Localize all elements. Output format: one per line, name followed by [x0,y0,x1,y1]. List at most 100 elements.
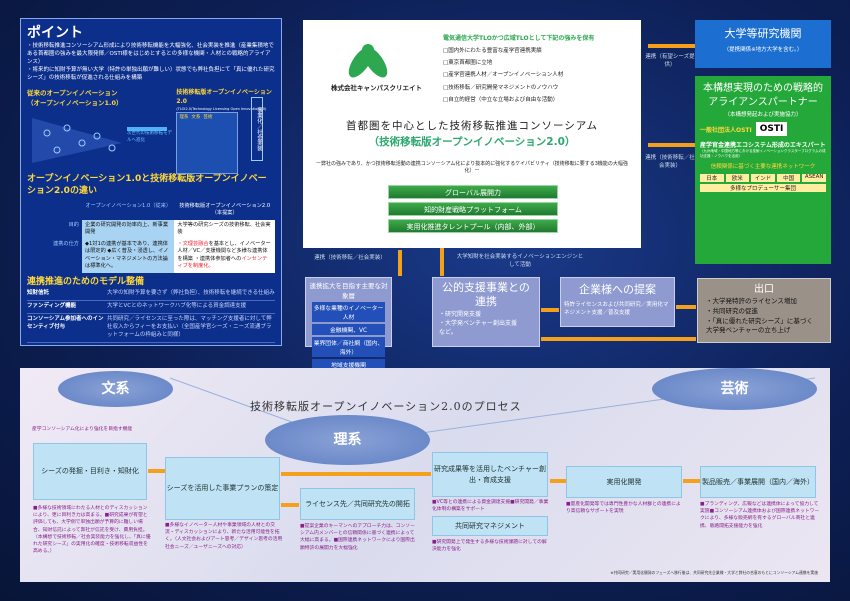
target-item: 多様な業種のイノベーター人材 [312,302,385,322]
point-bullet: ・技術移転推進コンソーシアム形成により技術移転機能を大幅強化、社会実装を推進（産… [27,43,274,66]
capability-text: ー弊社の強みであり、かつ技術移転活動の連携コンソーシアム化により抜本的に強化する… [316,161,628,174]
arrow [550,479,566,483]
link-label: 連携（有望シーズ提供） [645,54,695,68]
step-note: ■多様な技術領域にわたる人材とのディスカッションにより、更に目利き力は高まる。■… [33,506,151,555]
strength-list: □国内外にわたる豊富な産学官連携実績□東京首都圏に立地□産学官連携人材／オープン… [443,45,563,106]
exit-item: ・「真に優れた研究シーズ」に基づく 大学発ベンチャーの立ち上げ [706,316,820,335]
consortium-box: 株式会社キャンパスクリエイト 電気通信大学TLOかつ広域TLOとして下記の強みを… [303,20,641,248]
field-label: 文系 [191,114,201,120]
target-item: 地域支援機関 [312,359,385,370]
region-tag: ASEAN [802,174,826,182]
model-key: 知財信託 [27,290,50,297]
oi2-box: 理系文系芸術 [176,111,239,174]
proposal-text: 特許ライセンスおよび共同研究／実用化マネジメント支援／普及支援 [564,302,669,316]
field-label: 理系 [179,114,189,120]
university-box: 大学等研究機関 （提携関係※地方大学を含む。） [695,20,831,68]
step-box: 共同研究マネジメント [432,516,548,536]
university-title: 大学等研究機関 [724,27,802,40]
public-title: 公的支援事業との連携 [442,281,530,309]
evolve-label: 次世代の技術移転モデルへ進化 [127,131,172,143]
text: を基本とし、イノベーター人材／VC／支援機関など多様な連携体を構築 ・連携体参加… [177,240,271,262]
public-item: など。 [439,328,457,336]
partner-title: 本構想実現のための戦略的アライアンスパートナー [703,83,823,108]
consortium-title: 首都圏を中心とした技術移転推進コンソーシアム [345,120,599,132]
capability-bar: 知的財産戦略プラットフォーム [388,202,558,216]
partner-sub: （本構想発起および実施協力） [724,112,802,118]
step-box: シーズの発掘・目利き・知財化 [33,443,147,500]
cell: 企業の研究開発の効率向上、新事業開発 [82,219,175,239]
step-note: ■研究開発上で発生する多様な技術課題に対しての解決能力を強化 [432,540,547,553]
capability-bar: グローバル展開力 [388,185,558,199]
ellipse-geijutsu: 芸術 [652,368,817,410]
exit-title: 出口 [754,284,774,295]
arrow [148,469,165,473]
highlight: ・文理芸融合 [177,240,209,247]
step-box: ライセンス先／共同研究先の開拓 [300,488,415,520]
model-key: ファンディング機能 [27,303,77,310]
partner-expert: 産学官金連携エコシステム形成のエキスパート [700,142,826,149]
point-panel: ポイント ・技術移転推進コンソーシアム形成により技術移転機能を大幅強化、社会実装… [20,18,282,346]
model-value: 共同研究／ライセンスに至った際は、マッチング支援者に対して弊社収入からフィーをお… [107,316,272,339]
link-label: 連携（技術移転／社会実装） [314,255,386,261]
public-item: ・大学発ベンチャー創出支援 [439,319,517,327]
highlight: インセンティブを制度化。 [177,255,268,270]
link-arrow [648,44,695,48]
ellipse-bunkei: 文系 [58,371,173,407]
producers-tag: 多様なプロデューサー集団 [700,184,826,192]
oi2-label: 技術移転版オープンイノベーション2.0 [176,89,272,105]
step-note: ■提案企業のキーマンへのアプローチ力は、コンソーシアム内メンバーとの信頼関係に基… [300,524,415,551]
footnote: ※共同研究／実用化開発のフェーズへ移行後は、共同研究先企業様・大学と弊社の合意の… [610,570,818,575]
diff-table: オープンイノベーション1.0（従来）技術移転版オープンイノベーション2.0（本提… [27,201,275,273]
target-item: 金融機関、VC [312,324,385,335]
step-box: 研究成果等を活用したベンチャー創出・育成支援 [432,452,548,497]
exit-box: 出口 ・大学発特許のライセンス増加・共同研究の促進・「真に優れた研究シーズ」に基… [697,278,831,343]
step-note: ■ブランディング、広報などは連携体によって協力して実施■コンソーシアム連携体およ… [700,502,820,529]
col-header: オープンイノベーション1.0（従来） [85,202,172,209]
step-box: 実用化開発 [566,466,682,498]
proposal-box: 企業様への提案 特許ライセンスおよび共同研究／実用化マネジメント支援／普及支援 [560,277,675,327]
model-key: コンソーシアム参加者へのインセンティブ付与 [27,316,104,331]
step-box: 製品販売／事業展開（国内／海外） [700,466,816,498]
partner-expert-note: （九州地域・中国地方等における技術イノベーションクラスタープログラムの成功支援・… [700,149,826,158]
oi-diagram: 従来のオープンイノベーション（オープンイノベーション1.0） 次世代の技術移転モ… [27,89,275,174]
public-support-box: 公的支援事業との連携 ・研究開発支援・大学発ベンチャー創出支援など。 [432,277,540,347]
point-title: ポイント [27,25,83,41]
model-value: 大学の知財予算を要さず（弊社負担）、技術移転を継続できる仕組み [107,290,275,297]
company-logo-icon [348,44,388,78]
strength-item: □産学官連携人材／オープンイノベーション人材 [443,72,564,79]
targets-title: 連携拡大を目指す主要な対象層 [309,282,388,300]
cell: 大学等の研究シーズの技術移転、社会実装 [174,219,275,239]
arrow [683,479,700,483]
cell: ◆1対1の連携が基本であり、連携体は限定的 ◆広く普及・浸透し、イノベーション・… [82,238,175,273]
strength-item: □東京首都圏に立地 [443,60,493,67]
arrow [541,308,559,312]
oi1-label: 従来のオープンイノベーション（オープンイノベーション1.0） [27,89,123,107]
diff-title: オープンイノベーション1.0と技術移転版オープンイノベーション2.0の違い [27,174,267,196]
model-row: ファンディング機能大学とVCとのネットワークハブ化等による資金調達支援 [27,301,275,315]
targets-box: 連携拡大を目指す主要な対象層 多様な業種のイノベーター人材金融機関、VC 業界団体… [305,277,392,370]
row-label: 目的 [68,221,79,228]
evolve-arrow [127,127,167,132]
strength-item: □自立的経営（中立な立場および自由な活動） [443,96,559,103]
arrow [281,503,299,507]
strength-item: □技術移転／研究開発マネジメントのノウハウ [443,84,559,91]
link-arrow [648,143,695,147]
partner-org: 一般社団法人OSTI [700,126,752,134]
model-row: コンソーシアム参加者へのインセンティブ付与共同研究／ライセンスに至った際は、マッ… [27,314,275,344]
strength-title: 電気通信大学TLOかつ広域TLOとして下記の強みを保有 [443,35,595,42]
field-label: 芸術 [203,114,213,120]
step-note: ■VC等との連携による資金調達支援■研究開発／事業化体制の構築をサポート [432,500,549,513]
cell: ・文理芸融合を基本とし、イノベーター人材／VC／支援機関など多様な連携体を構築 … [174,238,275,273]
model-title: 連携推進のためのモデル整備 [27,276,145,287]
network-label: 信頼関係に基づく主要な連携ネットワーク [710,164,816,170]
region-tag: インド [751,174,775,182]
region-tag: 欧米 [725,174,750,182]
target-item: 業界団体／商社網（国内、海外） [312,337,385,357]
oi2-sub: (TLOI2.0/Technology Licensing Open Innov… [176,106,267,111]
exit-item: ・大学発特許のライセンス増加 [706,297,797,305]
company-name: 株式会社キャンパスクリエイト [331,84,422,92]
step-note: ■量産化開発等では専門性豊かな人材群との連携により高信頼なサポートを実現 [566,502,681,515]
commercial-label: 事業化／社会実装 [251,97,263,162]
process-caption: 産学コンソーシアム化により強化を目指す機能 [32,427,133,432]
